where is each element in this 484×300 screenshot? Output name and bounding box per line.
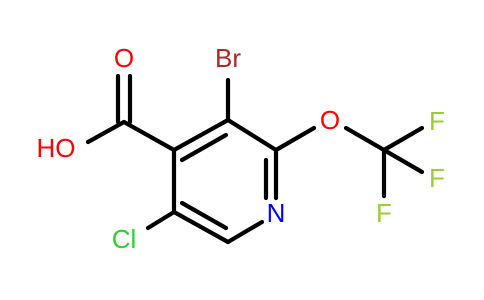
carbonyl-oxygen-label: O: [114, 43, 134, 73]
fluorine-label-right: F: [429, 163, 445, 193]
fluorine-label-top: F: [429, 106, 445, 136]
fluorine-label-bottom: F: [376, 198, 392, 228]
bonds: [85, 73, 425, 245]
bond-c-f2: [381, 147, 425, 175]
bond-o-cf3: [343, 125, 387, 153]
ring-nitrogen-label: N: [267, 198, 286, 228]
bond-c2-o: [273, 125, 317, 153]
bond-ring-n-c6: [225, 219, 265, 245]
bond-ring-c3-c2: [225, 117, 279, 153]
bond-ring-c4-c3-inner: [179, 132, 229, 163]
bond-c-f1: [381, 125, 425, 153]
bromine-label: Br: [215, 43, 241, 73]
bond-ring-c6-c5: [171, 209, 231, 245]
atom-labels: O HO Br O F F F N Cl: [37, 43, 445, 254]
chlorine-label: Cl: [112, 224, 137, 254]
bond-ring-c6-c5-inner: [179, 200, 229, 231]
bond-ring-c4-c3: [171, 117, 231, 153]
ether-oxygen-label: O: [320, 105, 340, 135]
hydroxyl-label: HO: [37, 133, 76, 163]
bond-c-oh: [85, 119, 127, 145]
bond-carboxyl-c-to-ring: [121, 119, 177, 153]
bond-c5-cl: [145, 209, 177, 231]
